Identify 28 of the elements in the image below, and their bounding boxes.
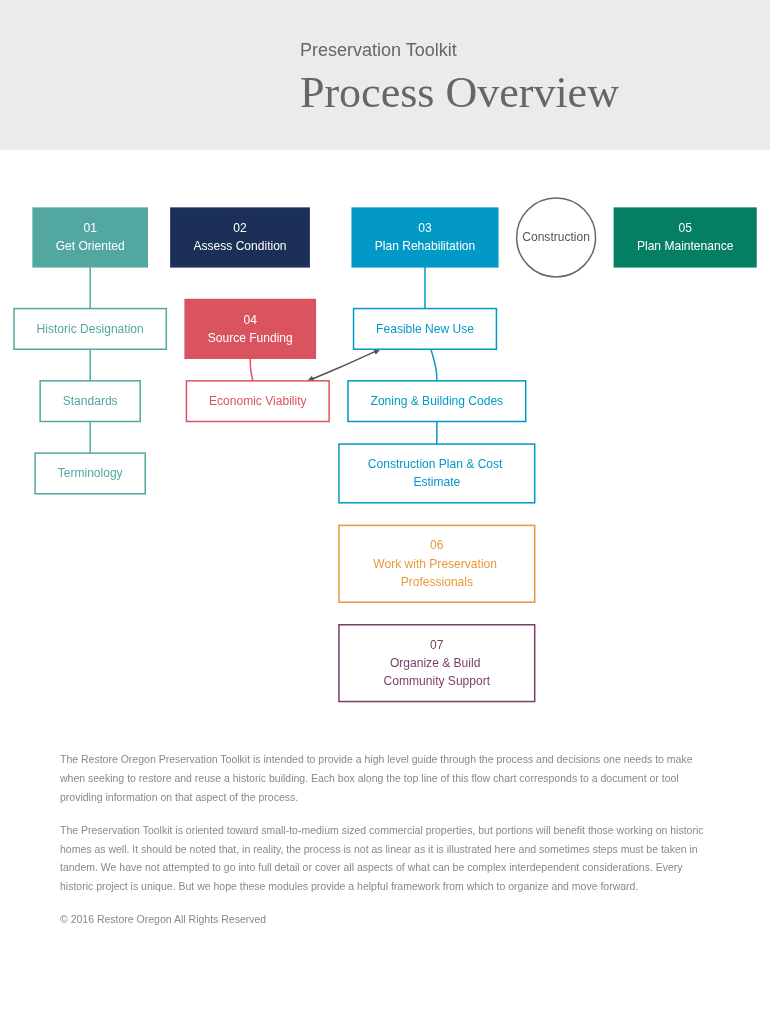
- node-circle: Construction: [515, 197, 597, 278]
- connector: [89, 420, 91, 455]
- node-box: Construction Plan & Cost Estimate: [338, 443, 536, 504]
- description-paragraph: The Restore Oregon Preservation Toolkit is intended to provide a high level guide through the process and decisions one needs to make when seeking to restore and reuse a historic building. Each box along the top line of this flow chart corresponds to a document or tool providing information on that aspect of the process.: [60, 752, 694, 805]
- node-box: 02 Assess Condition: [170, 207, 310, 268]
- connector: [436, 420, 438, 446]
- title: Process Overview: [300, 67, 619, 118]
- node-box: Standards: [39, 380, 141, 423]
- node-box: 05 Plan Maintenance: [613, 207, 757, 268]
- connector: [430, 348, 438, 382]
- connector: [249, 357, 254, 382]
- node-box: Economic Viability: [185, 380, 330, 423]
- connector: [89, 266, 91, 310]
- node-box: 07 Organize & Build Community Support: [338, 624, 536, 703]
- node-box: 04 Source Funding: [184, 298, 317, 360]
- description-paragraph: The Preservation Toolkit is oriented toward small-to-medium sized commercial properties, but portions will benefit those working on historic homes as well. It should be noted that, in reality, the process is not as linear as it is illustrated here and sometimes steps must be taken in tandem. We have not attempted to go into full detail or cover all aspects of what can be complex interdependent considerations. Every historic project is unique. But we hope these modules provide a helpful framework from which to organize and move forward.: [60, 822, 705, 895]
- node-box: 06 Work with Preservation Professionals: [338, 524, 536, 604]
- node-box: 03 Plan Rehabilitation: [351, 207, 499, 268]
- subtitle: Preservation Toolkit: [300, 40, 457, 61]
- copyright-note: © 2016 Restore Oregon All Rights Reserved: [60, 912, 268, 928]
- node-box: Feasible New Use: [352, 308, 498, 351]
- node-box: Terminology: [34, 452, 146, 495]
- node-box: 01 Get Oriented: [32, 207, 148, 268]
- connector: [89, 348, 91, 382]
- node-box: Historic Designation: [13, 308, 168, 351]
- arrow: [307, 349, 381, 382]
- connector: [424, 266, 426, 310]
- node-box: Zoning & Building Codes: [347, 380, 527, 423]
